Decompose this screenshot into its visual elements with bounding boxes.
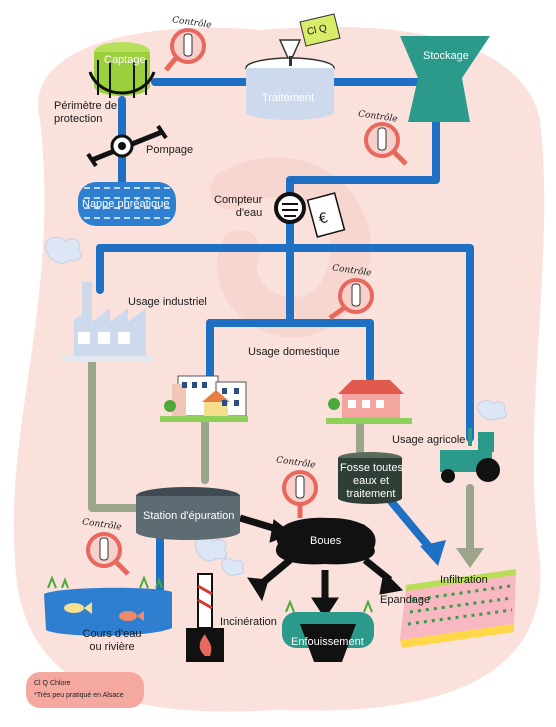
label-usage-agricole: Usage agricole: [392, 434, 466, 446]
label-boues: Boues: [310, 535, 342, 547]
stockage-tank: [400, 36, 490, 122]
label-usage-domestique: Usage domestique: [248, 346, 340, 358]
legend-chlore: Cl Q Chlore: [34, 680, 71, 687]
cours-eau: [44, 575, 172, 636]
pipe-industry-to-station: [88, 356, 139, 512]
legend: Cl Q Chlore *Très peu pratiqué en Alsace: [26, 672, 144, 708]
label-stockage: Stockage: [423, 50, 469, 62]
label-epandage: Epandage: [380, 594, 431, 606]
infiltration-champ: [400, 569, 517, 648]
svg-text:€: €: [317, 210, 330, 228]
pipe-main-horizontal: [96, 244, 474, 442]
label-traitement: Traitement: [262, 92, 315, 104]
nappe-phreatique: [78, 182, 176, 226]
label-pompage: Pompage: [146, 144, 194, 156]
wastewater-pipes: [88, 356, 474, 554]
usine: [62, 282, 154, 362]
station-epuration: [136, 487, 240, 540]
pompage-pump: [86, 124, 168, 168]
label-station-epuration: Station d'épuration: [143, 510, 235, 522]
ville: [160, 375, 248, 422]
arrow-to-epandage: [420, 540, 446, 566]
label-infiltration: Infiltration: [440, 574, 488, 586]
controle-loupe-boues: [282, 470, 318, 518]
legend-note: *Très peu pratiqué en Alsace: [34, 692, 124, 699]
clouds: [45, 236, 507, 577]
label-compteur-eau: Compteur d'eau: [214, 194, 263, 219]
incinerateur: [186, 573, 224, 662]
label-usage-industriel: Usage industriel: [128, 296, 207, 308]
label-cours-eau: Cours d'eau ou rivière: [82, 628, 142, 653]
controle-loupe-captage: [164, 28, 206, 72]
label-captage: Captage: [104, 54, 146, 66]
label-nappe-phreatique: Nappe phréatique: [82, 198, 170, 210]
controle-loupe-distribution: [328, 278, 374, 321]
compteur-eau: [274, 192, 306, 224]
label-perimetre-protection: Périmètre de protection: [54, 100, 117, 125]
arrow-to-infiltration: [456, 548, 484, 568]
tracteur: [440, 428, 500, 483]
fosse-septique: [338, 452, 402, 504]
boues: [273, 517, 376, 565]
traitement-tank: [245, 39, 335, 120]
maison: [326, 380, 412, 424]
pipe-fosse-to-epandage: [386, 497, 434, 551]
label-enfouissement: Enfouissement: [291, 636, 364, 648]
chlore-tag: [299, 13, 341, 47]
label-fosse-toutes-eaux: Fosse toutes eaux et traitement: [340, 462, 403, 500]
enfouissement: [282, 599, 374, 662]
label-incineration: Incinération: [220, 616, 277, 628]
controle-loupe-riviere: [86, 532, 130, 576]
captage-well: [88, 42, 156, 98]
facture-euro: €: [306, 192, 346, 238]
controle-loupe-stockage: [364, 122, 408, 166]
